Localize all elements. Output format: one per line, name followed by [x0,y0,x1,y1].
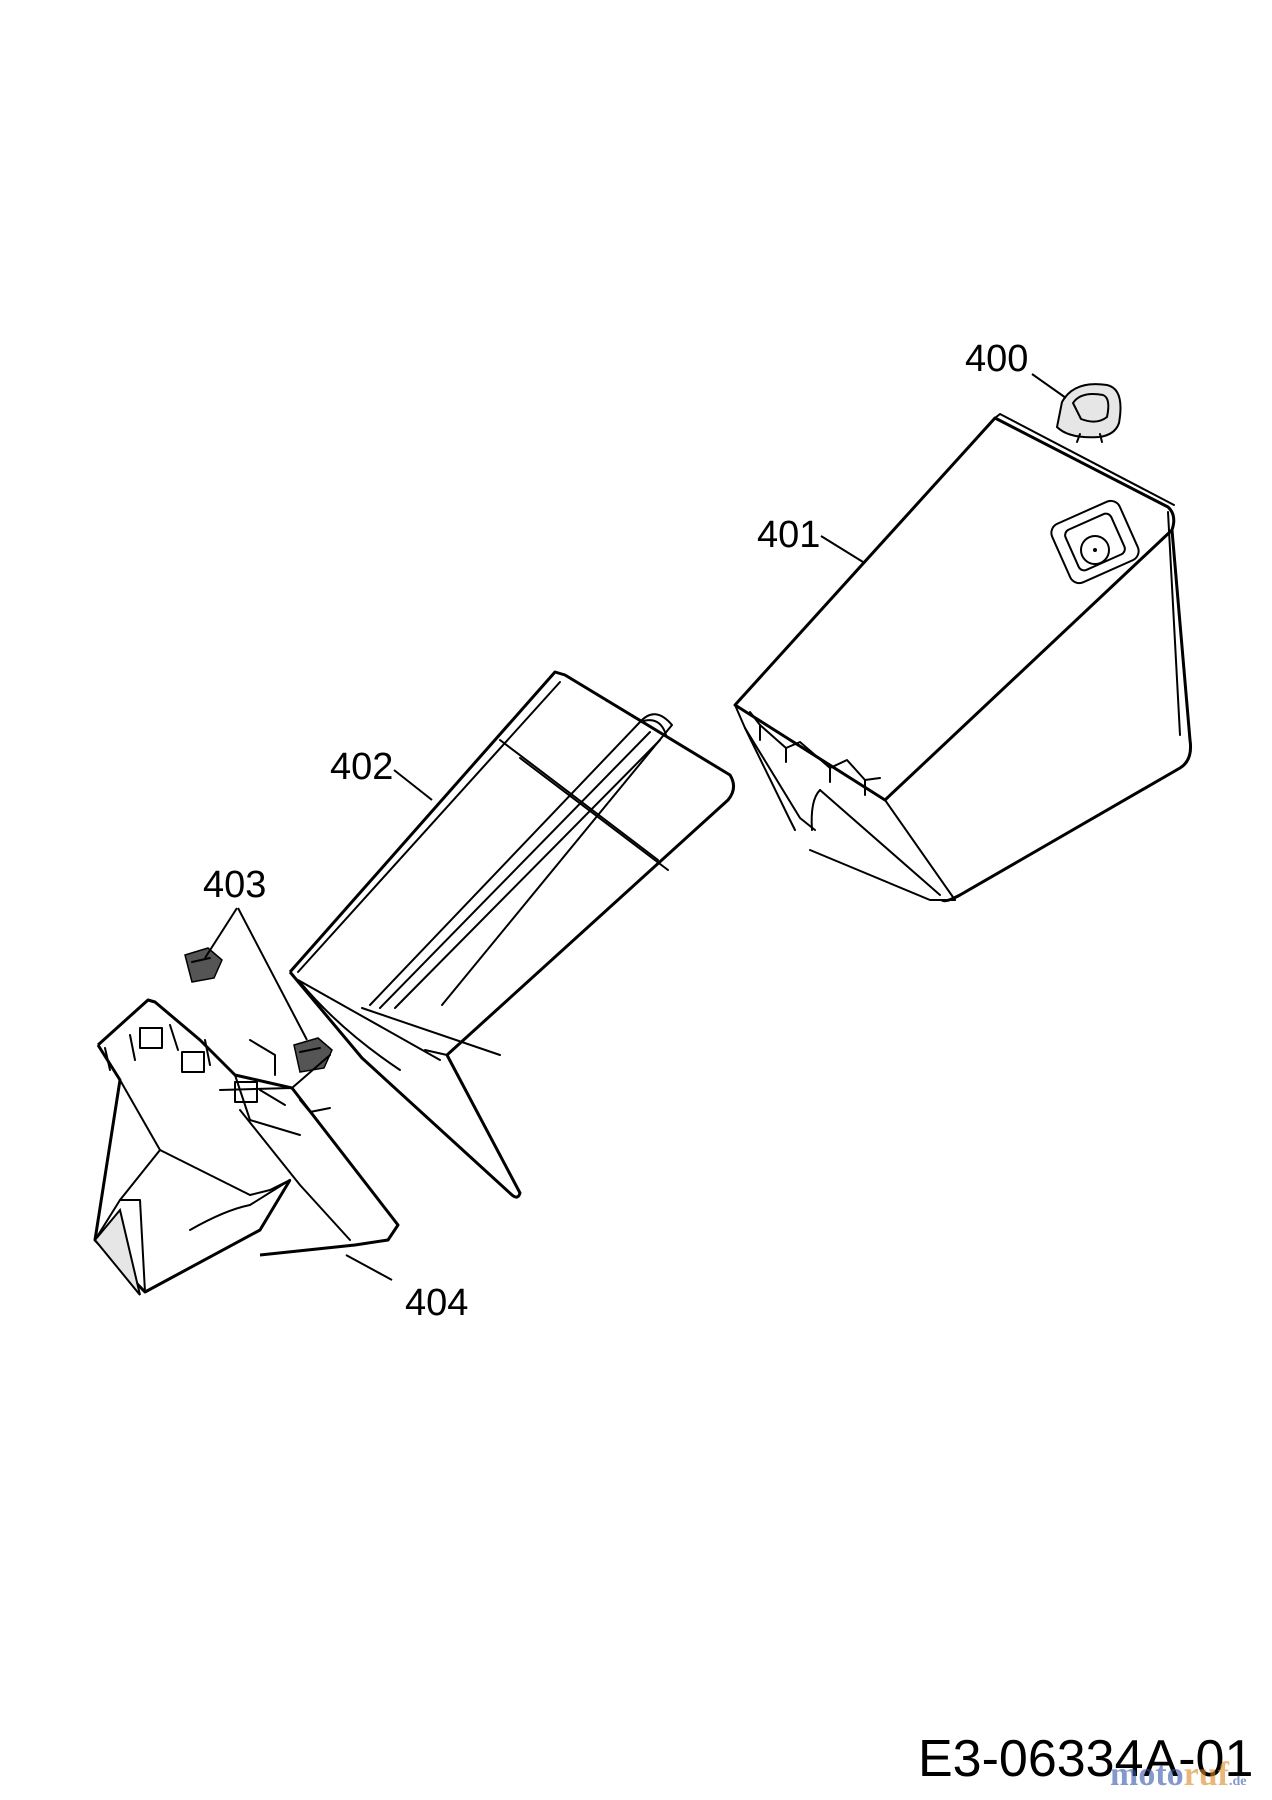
part-400-handle-cap [1055,383,1122,443]
callout-400: 400 [965,338,1029,380]
leader-404 [345,1254,393,1281]
part-403-clip-a [184,947,223,983]
document-number: E3-06334A-01 [918,1730,1254,1788]
leader-403-b [237,907,308,1041]
callout-403: 403 [203,864,267,906]
leader-403-a [204,907,238,959]
part-402-wire-frame [288,670,735,1199]
callout-401: 401 [757,514,821,556]
leader-401 [820,535,864,563]
part-401-grass-bag [733,413,1192,903]
leader-402 [393,769,433,801]
callout-402: 402 [330,746,394,788]
callout-404: 404 [405,1282,469,1324]
watermark-logo: motoruf.de [1110,1756,1247,1793]
part-404-chute [93,998,400,1296]
leader-400 [1031,373,1067,399]
part-403-clip-b [293,1037,333,1073]
